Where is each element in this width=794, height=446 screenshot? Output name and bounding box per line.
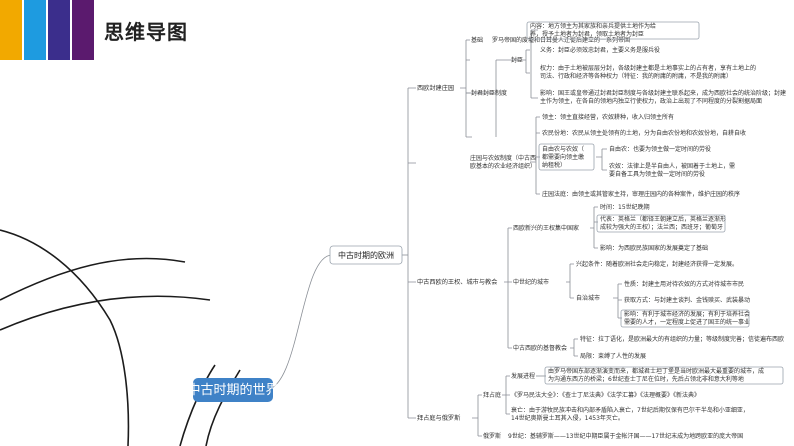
city-label: 中世纪的城市 — [513, 278, 549, 286]
feudal-content-line-2: 养，授予土地者为封君，领取土地者为封臣 — [530, 30, 644, 38]
vassal-label: 封臣 — [511, 56, 523, 64]
branch-kingship-city-church: 中古西欧的王权、城市与教会 — [417, 278, 497, 286]
feudal-system-label: 封君封臣制度 — [471, 89, 507, 97]
mind-map-edges — [264, 29, 622, 437]
byzantine-code: 《罗马民法大全》：《查士丁尼法典》《法学汇纂》《法理概要》《新法典》 — [511, 391, 700, 399]
manor-farmland: 农民份地：农民从领主处领有的土地，分为自由农份地和农奴份地，自耕自收 — [542, 129, 746, 137]
church-label: 中古西欧的基督教会 — [513, 344, 567, 352]
farmer-type-line-2: 都需要向领主缴 — [542, 153, 584, 161]
feudal-impact-line-2: 主作为领主，在各自的领地内独立行使权力，政治上出现了不同程度的分裂割据局面 — [540, 97, 762, 105]
farmer-type-line-1: 自由农与农奴（ — [542, 145, 584, 153]
city-method: 获取方式：与封建主谈判、金钱赎买、武装暴动 — [624, 296, 750, 304]
kingship-rep-box — [596, 214, 726, 233]
byzantine-fall-line-1: 衰亡：由于游牧民族冲击和内部矛盾陷入衰亡，7世纪后期仅保有巴尔干半岛和小亚细亚， — [511, 406, 749, 414]
manor-label-line-2: 欧基本的农业经济组织） — [470, 162, 536, 170]
header-color-bar-3 — [48, 0, 70, 60]
header-color-bar-2 — [24, 0, 46, 60]
free-farmer: 自由农：也要为领主做一定时间的劳役 — [609, 145, 711, 153]
kingship-effect: 影响：为西欧民族国家的发展奠定了基础 — [600, 244, 708, 252]
city-nature: 性质：封建主用对待农奴的方式对待城市市民 — [624, 280, 744, 288]
branch-feudal-manor: 西欧封建庄园 — [417, 84, 454, 92]
decorative-curve-5 — [0, 229, 130, 446]
serf-line-2: 要自备工具为领主做一定时间的劳役 — [609, 170, 705, 178]
kingship-rep-line-1: 代表：英格兰（都铎王朝建立后，英格兰逐渐形 — [600, 215, 726, 223]
kingship-label: 西欧新兴的王权集中国家 — [513, 224, 579, 232]
city-rise: 兴起条件：随着欧洲社会走向稳定，封建经济获得一定发展。 — [576, 260, 738, 268]
byzantine-label: 拜占庭 — [483, 391, 501, 399]
manor-label-line-1: 庄园与农奴制度（中古西 — [470, 154, 536, 162]
city-impact-line-1: 影响：有利于城市经济的发展；有利于培养社会 — [624, 310, 750, 318]
vassal-power-line-1: 权力：由于土地被层层分封，各级封建主都是土地事实上的占有者，享有土地上的 — [540, 64, 756, 72]
church-feature: 特征：拉丁语化，是欧洲最大的有组织的力量；等级制度完善；信徒遍布西欧 — [580, 335, 784, 343]
byzantine-process-box — [544, 366, 784, 385]
vassal-obligation: 义务：封臣必须效忠封君，主要义务是服兵役 — [540, 46, 660, 54]
byzantine-process-line-1: 由罗马帝国东部逐渐演变而来，都城君士坦丁堡是当时欧洲最大最重要的城市，成 — [548, 367, 764, 375]
center-node — [193, 378, 273, 402]
manor-court: 庄园法庭：由领主或其管家主持，审理庄园内的各种案件，维护庄园的秩序 — [542, 190, 740, 198]
manor-lord: 领主：领主直接经营，农奴耕种，收入归领主所有 — [542, 113, 674, 121]
vassal-power-line-2: 司法、行政和经济等各种权力（特征：我的附庸的附庸，不是我的附庸） — [540, 72, 732, 80]
russia-label: 俄罗斯 — [483, 432, 501, 440]
header-color-bar-1 — [0, 0, 22, 60]
decorative-curve-1 — [0, 257, 186, 301]
basis-text: 罗马帝国的废墟和日耳曼人迁徙后建立的一系列帝国 — [492, 36, 630, 44]
autonomous-city: 自治城市 — [576, 294, 600, 302]
header-color-bar-4 — [72, 0, 94, 60]
feudal-content-box — [526, 21, 700, 40]
byzantine-process-label: 发展进程 — [511, 372, 535, 380]
center-node-label: 中古时期的世界 — [187, 382, 278, 398]
feudal-impact-line-1: 影响：国王或皇帝通过封君封臣制度与各级封建主联系起来，成为西欧社会的统治阶级；封… — [540, 89, 786, 97]
hub-node — [329, 245, 403, 265]
city-impact-line-2: 需要的人才，一定程度上促进了国王的统一事业 — [624, 318, 750, 326]
feudal-content-line-1: 内容：地方领主为其家族和亲兵提供土地作为给 — [530, 22, 656, 30]
kingship-time: 时间：15世纪晚期 — [600, 203, 650, 211]
basis-label: 基础 — [471, 36, 483, 44]
farmer-type-line-3: 纳租税） — [542, 161, 566, 169]
serf-line-1: 农奴：法律上是半自由人，被固着于土地上，需 — [609, 162, 735, 170]
decorative-curve-2 — [0, 295, 211, 331]
russia-text: 9世纪：基辅罗斯——13世纪中期臣属于金帐汗国——17世纪末成为地跨欧亚的庞大帝… — [508, 432, 743, 440]
hub-node-label: 中古时期的欧洲 — [338, 250, 394, 260]
church-limit: 局限：束缚了人性的发展 — [580, 352, 646, 360]
kingship-rep-line-2: 成较为强大的王权）；法兰西；西班牙；葡萄牙 — [600, 223, 723, 231]
byzantine-fall-line-2: 14世纪奥斯曼土耳其入侵，1453年灭亡。 — [511, 414, 624, 422]
farmer-type-box — [538, 143, 595, 171]
decorative-curve-4 — [205, 369, 241, 446]
branch-byzantine-russia: 拜占庭与俄罗斯 — [417, 414, 460, 422]
page-title: 思维导图 — [104, 20, 188, 44]
byzantine-process-line-2: 为沟通东西方的桥梁；6世纪查士丁尼在位时，先后占领北非和意大利等地 — [548, 375, 744, 383]
city-impact-box — [620, 309, 750, 328]
